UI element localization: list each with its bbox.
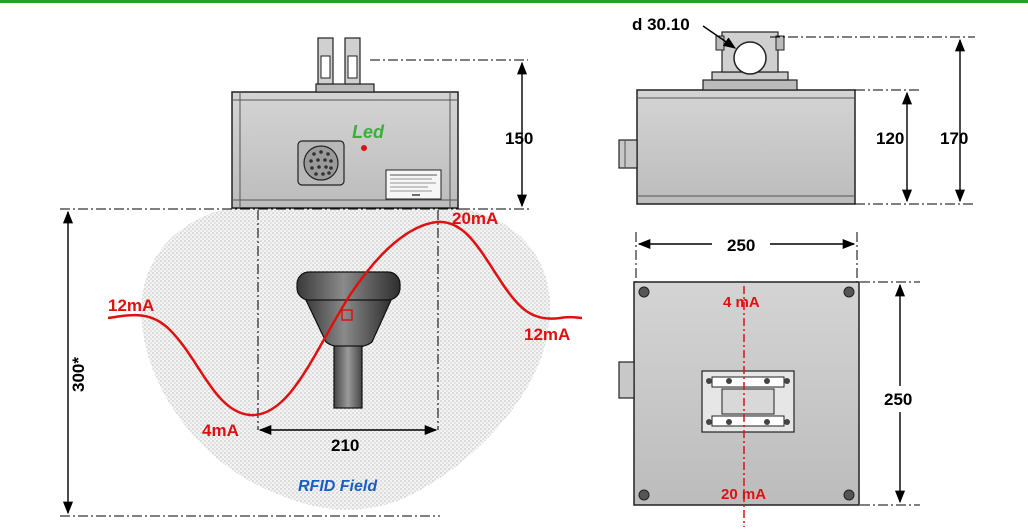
label-12ma-right: 12mA xyxy=(524,325,570,344)
extension-lines-right-top xyxy=(770,36,975,205)
label-20ma: 20mA xyxy=(452,209,498,228)
led-indicator-icon xyxy=(361,145,367,151)
dim-300-label: 300* xyxy=(69,357,88,392)
dim-120-label: 120 xyxy=(876,129,904,148)
bottom-4ma-label: 4 mA xyxy=(723,294,760,311)
led-label: Led xyxy=(352,122,385,142)
tube-diameter-leader xyxy=(702,25,737,49)
connector-icon xyxy=(297,140,345,186)
dim-170-label: 170 xyxy=(940,129,968,148)
dim-250-top-bg xyxy=(712,233,770,255)
dim-210-label: 210 xyxy=(331,436,359,455)
bottom-20ma-label: 20 mA xyxy=(721,486,766,503)
dim-150-label: 150 xyxy=(505,129,533,148)
sensor-housing-side xyxy=(618,89,856,205)
label-12ma-left: 12mA xyxy=(108,296,154,315)
extension-lines-left xyxy=(60,59,530,517)
dim-250-side-bg xyxy=(884,386,920,412)
extension-lines-right-bottom xyxy=(635,232,920,506)
bracket-top-view-icon xyxy=(701,370,795,433)
dim-250-top-label: 250 xyxy=(727,236,755,255)
nameplate-icon xyxy=(385,169,442,200)
label-4ma: 4mA xyxy=(202,421,239,440)
top-rule xyxy=(0,0,1028,3)
mounting-bracket-front xyxy=(315,37,375,93)
dim-250-side-label: 250 xyxy=(884,390,912,409)
tube-clamp-icon xyxy=(702,31,798,91)
current-curve xyxy=(107,220,583,417)
tube-diameter-label: d 30.10 xyxy=(632,15,690,34)
rfid-field-label: RFID Field xyxy=(298,478,378,495)
